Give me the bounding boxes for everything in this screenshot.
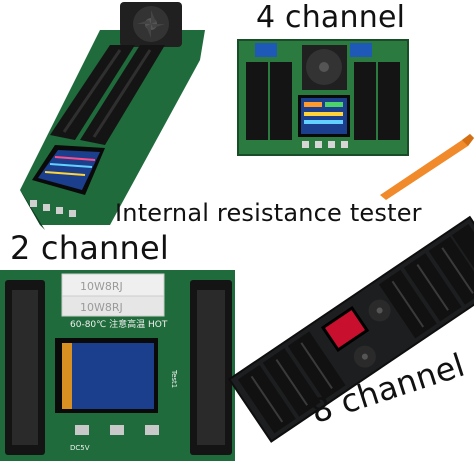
pry-tool-icon — [380, 134, 474, 200]
lcd-screen — [320, 305, 370, 353]
port-label: DC5V — [70, 444, 90, 452]
angled-board — [20, 2, 205, 230]
eight-channel-board — [227, 215, 474, 443]
four-channel-board — [237, 39, 409, 156]
resistor-label-bottom: 10W8RJ — [80, 301, 123, 314]
fan-icon — [353, 299, 391, 368]
two-channel-board: 10W8RJ 10W8RJ 60-80℃ 注意高温 HOT Test1 DC5V — [0, 270, 235, 461]
fan-icon — [120, 2, 182, 47]
lcd-screen — [298, 95, 350, 137]
caption-two-channel: 2 channel — [10, 229, 169, 267]
resistor: 10W8RJ 10W8RJ — [61, 273, 165, 317]
battery-holder — [5, 280, 232, 455]
caption-four-channel: 4 channel — [256, 0, 406, 35]
battery-holder — [50, 45, 165, 145]
caption-tester: Internal resistance tester — [115, 199, 422, 227]
resistor-label-top: 10W8RJ — [80, 280, 123, 293]
lcd-screen — [32, 145, 105, 195]
fan-icon — [302, 45, 347, 90]
temp-warning: 60-80℃ 注意高温 HOT — [70, 318, 168, 330]
side-label: Test1 — [170, 369, 178, 388]
lcd-screen — [55, 338, 158, 413]
